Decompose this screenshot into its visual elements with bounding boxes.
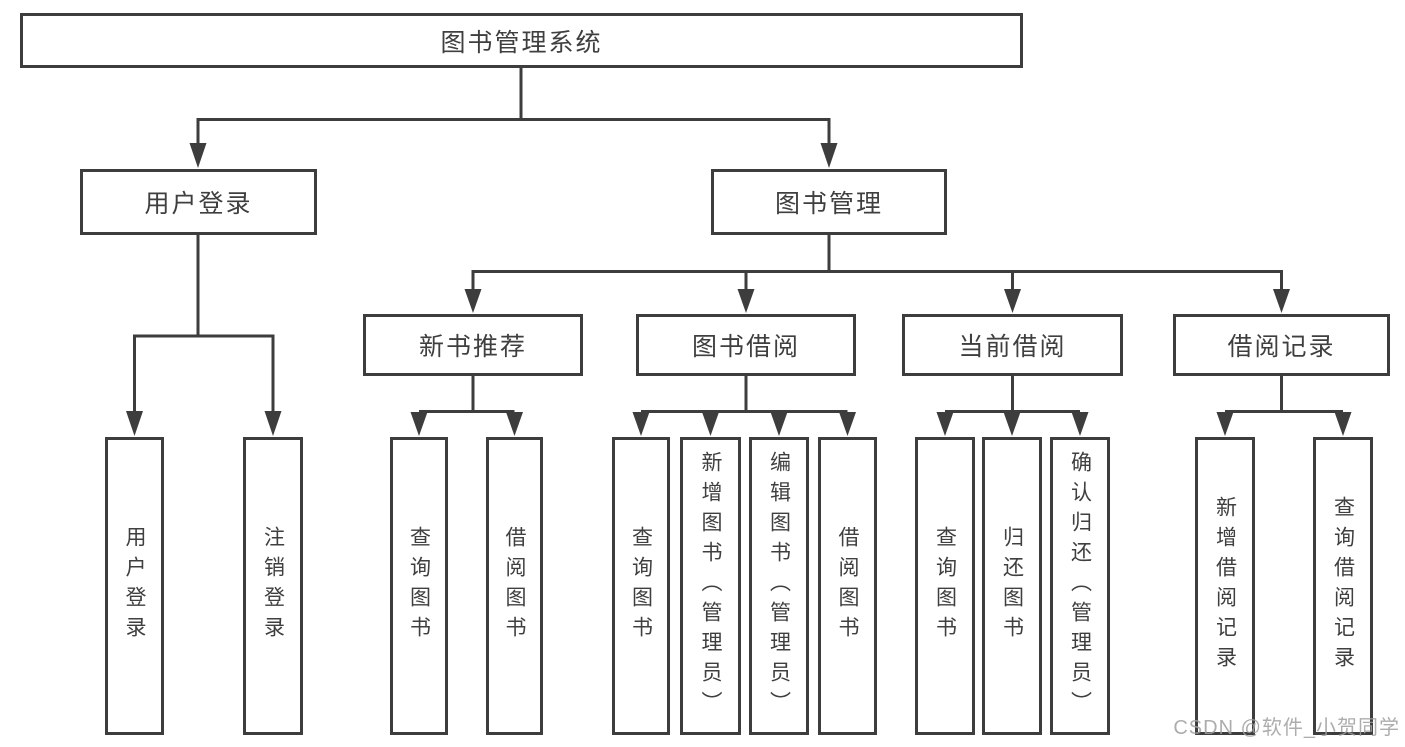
leaf-borrow-books-1: 借阅图书 — [486, 437, 543, 735]
connector-user-login-rail — [133, 334, 275, 412]
leaf-query-borrow-record: 查询借阅记录 — [1313, 437, 1373, 735]
leaf-return-books: 归还图书 — [982, 437, 1042, 735]
arrowhead-user-login — [189, 143, 207, 168]
leaf-confirm-return-admin: 确认归还（管理员） — [1050, 437, 1110, 735]
leaf-user-login: 用户登录 — [105, 437, 164, 735]
arrowhead-query-books-2 — [632, 412, 650, 436]
leaf-borrow-books-2: 借阅图书 — [818, 437, 877, 735]
arrowhead-query-books-3 — [936, 412, 954, 436]
node-book-management: 图书管理 — [711, 169, 947, 235]
arrowhead-edit-book — [770, 412, 788, 436]
arrowhead-query-books-1 — [410, 412, 428, 436]
node-borrow-records: 借阅记录 — [1173, 314, 1390, 376]
arrowhead-new-book-recommend — [464, 289, 482, 313]
node-book-borrow: 图书借阅 — [636, 314, 856, 376]
leaf-add-book-admin: 新增图书（管理员） — [680, 437, 741, 735]
csdn-watermark: CSDN @软件_小贺同学 — [1173, 717, 1400, 739]
connector-new-book-recommend-stem — [419, 376, 515, 413]
connector-level1-rail — [196, 118, 831, 146]
arrowhead-book-borrow — [737, 289, 755, 313]
leaf-edit-book-admin: 编辑图书（管理员） — [749, 437, 809, 735]
arrowhead-leaf-logout — [264, 411, 282, 436]
leaf-query-books-2: 查询图书 — [612, 437, 670, 735]
arrowhead-current-borrow — [1004, 289, 1021, 313]
arrowhead-confirm-return — [1071, 412, 1089, 436]
connector-level2-rail — [471, 270, 1283, 291]
node-root: 图书管理系统 — [20, 13, 1023, 68]
connector-current-borrow-stem — [945, 376, 1080, 413]
leaf-logout: 注销登录 — [243, 437, 303, 735]
arrowhead-borrow-records — [1273, 289, 1290, 313]
arrowhead-leaf-user-login — [126, 411, 143, 436]
arrowhead-borrow-books-1 — [506, 412, 523, 436]
leaf-query-books-3: 查询图书 — [915, 437, 975, 735]
connector-borrow-records-stem — [1225, 376, 1343, 413]
arrowhead-return-books — [1003, 412, 1021, 436]
arrowhead-query-borrow-record — [1334, 412, 1352, 436]
leaf-query-books-1: 查询图书 — [390, 437, 448, 735]
arrowhead-add-book — [702, 412, 719, 436]
leaf-add-borrow-record: 新增借阅记录 — [1195, 437, 1255, 735]
node-new-book-recommend: 新书推荐 — [363, 314, 583, 376]
arrowhead-borrow-books-2 — [839, 412, 856, 436]
connector-book-borrow-stem — [641, 376, 848, 413]
node-user-login: 用户登录 — [80, 169, 317, 235]
node-current-borrow: 当前借阅 — [902, 314, 1123, 376]
arrowhead-add-borrow-record — [1216, 412, 1234, 436]
arrowhead-book-management — [820, 143, 838, 168]
